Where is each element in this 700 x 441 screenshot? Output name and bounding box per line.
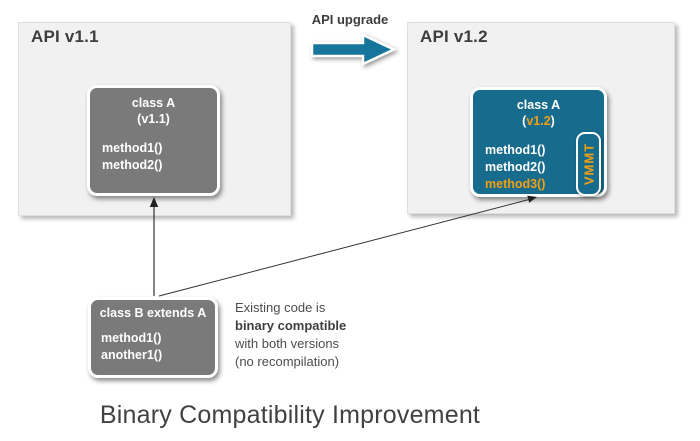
diagram-caption: Binary Compatibility Improvement [99, 401, 481, 429]
class-a-v12-box: class A (v1.2) method1() method2() metho… [470, 87, 607, 197]
class-a-v12-header: class A (v1.2) [473, 90, 604, 129]
class-a-v11-header: class A (v1.1) [90, 88, 217, 127]
version-paren: ) [550, 114, 555, 128]
method-item: method1() [102, 141, 163, 155]
note-line: with both versions [235, 336, 340, 351]
class-a-v12-methods: method1() method2() method3() [473, 142, 604, 193]
method-item: method1() [485, 143, 546, 157]
note-line: (no recompilation) [235, 354, 340, 369]
method-item: another1() [101, 348, 163, 362]
class-b-methods: method1() another1() [91, 330, 215, 364]
note-line: Existing code is [235, 300, 326, 315]
version-number: v1.2 [526, 114, 551, 128]
vmmt-badge: VMMT [576, 132, 601, 196]
class-a-v11-name: class A [131, 96, 176, 110]
class-a-v11-methods: method1() method2() [90, 140, 217, 174]
version-paren: ( [522, 114, 527, 128]
method-item: method2() [102, 158, 163, 172]
api-upgrade-label: API upgrade [311, 12, 389, 27]
method-item: method1() [101, 331, 162, 345]
vmmt-label: VMMT [581, 142, 596, 186]
class-a-v11-box: class A (v1.1) method1() method2() [87, 85, 220, 196]
api-upgrade-arrow-icon [310, 33, 397, 66]
class-a-v12-name: class A [516, 98, 561, 112]
class-b-box: class B extends A method1() another1() [88, 297, 218, 378]
panel-api-v11-title: API v1.1 [31, 27, 99, 46]
method-item: method2() [485, 160, 546, 174]
note-line-bold: binary compatible [235, 318, 347, 333]
method-item-new: method3() [485, 177, 546, 191]
panel-api-v12-title: API v1.2 [420, 27, 488, 46]
class-a-v11-version: (v1.1) [137, 112, 170, 126]
compatibility-note: Existing code is binary compatible with … [235, 299, 346, 371]
class-a-v12-version: (v1.2) [473, 113, 604, 129]
class-b-name: class B extends A [99, 306, 207, 320]
